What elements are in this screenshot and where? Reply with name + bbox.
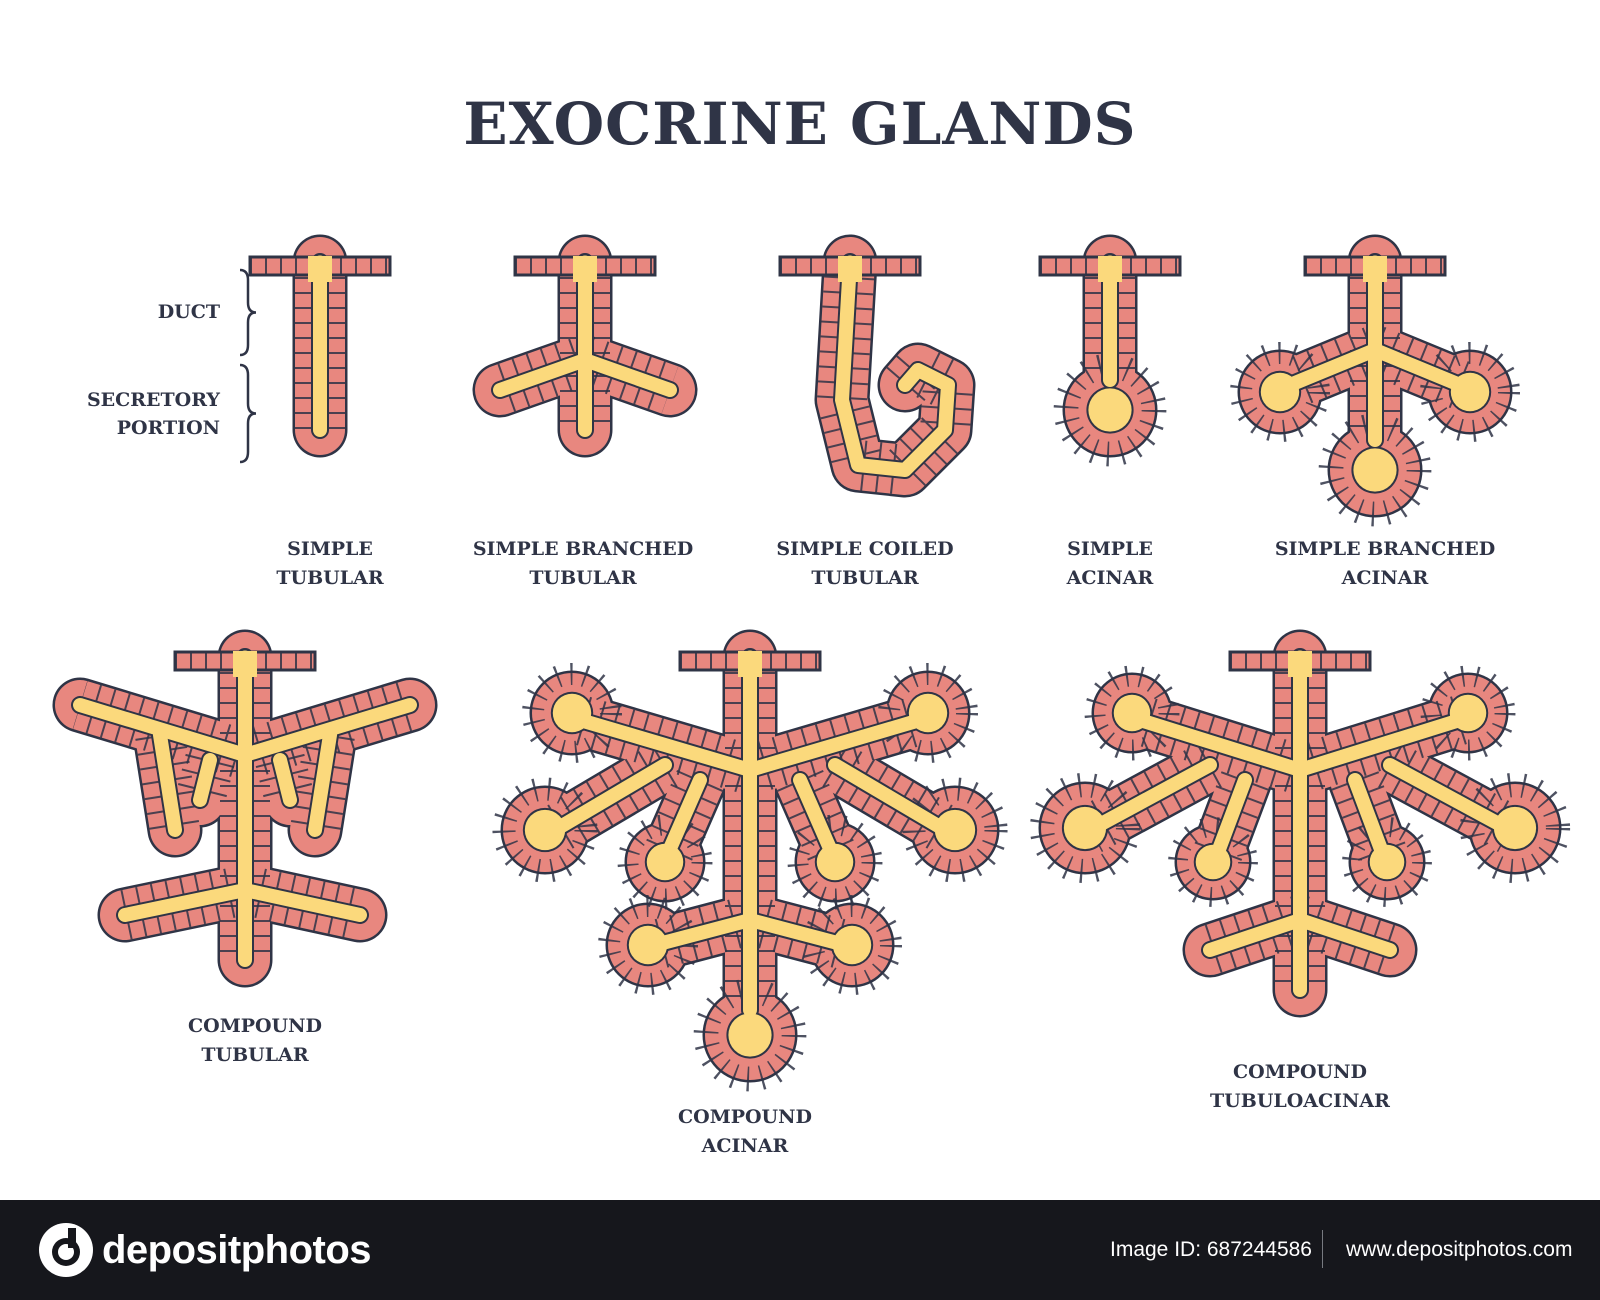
footer-divider	[1322, 1230, 1323, 1268]
brand-name[interactable]: depositphotos	[102, 1228, 372, 1272]
gland-simple-coiled-tubular	[778, 234, 976, 498]
gland-simple-acinar	[1038, 234, 1182, 467]
depositphotos-logo-icon[interactable]	[38, 1222, 94, 1278]
gland-simple-branched-acinar	[1230, 234, 1520, 527]
secretory-portion-label: SECRETORY PORTION	[86, 389, 220, 439]
label-simple-branched-tubular: SIMPLE BRANCHED TUBULAR	[472, 538, 694, 589]
gland-simple-tubular	[248, 234, 392, 458]
footer-bar: depositphotos Image ID: 687244586 www.de…	[0, 1200, 1600, 1300]
duct-brace	[239, 268, 257, 357]
secretory-brace	[239, 363, 257, 464]
label-compound-acinar: COMPOUND ACINAR	[678, 1106, 812, 1157]
gland-compound-tubuloacinar	[1029, 629, 1571, 1018]
label-simple-acinar: SIMPLE ACINAR	[1066, 538, 1154, 589]
label-compound-tubular: COMPOUND TUBULAR	[188, 1015, 322, 1066]
page-title: EXOCRINE GLANDS	[463, 90, 1137, 158]
gland-compound-acinar	[492, 629, 1008, 1092]
gland-simple-branched-tubular	[472, 234, 698, 458]
label-simple-coiled-tubular: SIMPLE COILED TUBULAR	[776, 538, 954, 589]
duct-label: DUCT	[157, 301, 220, 323]
label-simple-tubular: SIMPLE TUBULAR	[276, 538, 384, 589]
gland-compound-tubular	[52, 629, 438, 988]
site-url-link[interactable]: www.depositphotos.com	[1346, 1238, 1573, 1261]
image-id-text: Image ID: 687244586	[1110, 1238, 1312, 1261]
gland-diagram	[52, 234, 1571, 1092]
label-compound-tubuloacinar: COMPOUND TUBULOACINAR	[1210, 1061, 1390, 1112]
label-simple-branched-acinar: SIMPLE BRANCHED ACINAR	[1274, 538, 1496, 589]
